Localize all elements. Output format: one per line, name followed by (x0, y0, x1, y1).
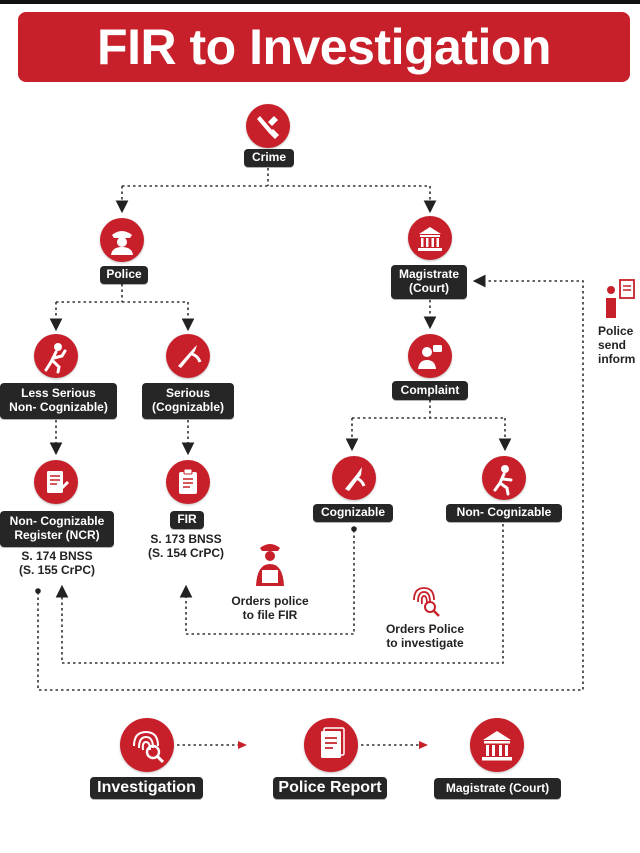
fir-section-bnss: S. 173 BNSS (150, 532, 222, 546)
magistrate-node-icon-wrap (408, 216, 452, 260)
knife-hand-icon (345, 467, 366, 491)
police-officer-icon (111, 231, 133, 255)
fir-section-crpc: (S. 154 CrPC) (147, 546, 225, 561)
less-serious-label: Less Serious Non- Cognizable) (0, 383, 117, 419)
ncr-label-line1: Non- Cognizable (9, 514, 105, 529)
non-cognizable-label: Non- Cognizable (446, 504, 562, 522)
crime-node-icon-wrap (246, 104, 290, 148)
register-book-icon (47, 471, 69, 493)
side-info-text: Police send inform (598, 325, 640, 366)
complaint-person-icon (418, 345, 442, 369)
less-serious-label-line2: Non- Cognizable) (9, 400, 108, 414)
complaint-label: Complaint (392, 381, 468, 400)
less-serious-icon-wrap (34, 334, 78, 378)
investigation-icon-wrap (120, 718, 174, 772)
thief-running-icon (493, 465, 513, 496)
ncr-icon-wrap (34, 460, 78, 504)
bottom-magistrate-label: Magistrate (Court) (434, 778, 561, 799)
courthouse-icon (418, 227, 442, 251)
courthouse-icon (482, 731, 512, 761)
side-info-line1: Police (598, 325, 634, 338)
fingerprint-search-icon (133, 730, 165, 764)
serious-icon-wrap (166, 334, 210, 378)
less-serious-label-line1: Less Serious (21, 386, 96, 401)
non-cognizable-icon-wrap (482, 456, 526, 500)
police-report-icon (606, 279, 635, 318)
investigation-label: Investigation (90, 777, 203, 799)
cognizable-icon-wrap (332, 456, 376, 500)
ncr-label-line2: Register (NCR) (14, 528, 100, 542)
cognizable-label: Cognizable (313, 504, 393, 522)
knife-icon (257, 116, 280, 140)
serious-label: Serious (Cognizable) (142, 383, 234, 419)
side-info-line3: inform (598, 351, 636, 366)
thief-icon (44, 343, 67, 374)
bottom-magistrate-icon-wrap (470, 718, 524, 772)
fir-icon-wrap (166, 460, 210, 504)
fir-sections: S. 173 BNSS(S. 154 CrPC) (130, 532, 242, 561)
fir-label: FIR (170, 511, 204, 529)
magistrate-label-line2: (Court) (409, 281, 449, 295)
ncr-sections: S. 174 BNSS(S. 155 CrPC) (0, 549, 114, 578)
magistrate-label: Magistrate (Court) (391, 265, 467, 299)
police-report-icon-wrap (304, 718, 358, 772)
serious-label-line1: Serious (165, 386, 210, 401)
page-title: FIR to Investigation (18, 12, 630, 82)
orders-fir-line2: to file FIR (242, 608, 298, 623)
police-report-label: Police Report (273, 777, 387, 799)
orders-investigate-line1: Orders Police (385, 622, 465, 636)
ncr-section-bnss: S. 174 BNSS (21, 549, 93, 563)
serious-label-line2: (Cognizable) (152, 400, 224, 414)
police-label: Police (100, 266, 148, 284)
orders-fir-line1: Orders police (231, 594, 309, 608)
side-info-line2: send (598, 337, 627, 352)
ncr-section-crpc: (S. 155 CrPC) (18, 563, 96, 578)
crime-label: Crime (244, 149, 294, 167)
knife-attack-icon (178, 345, 202, 368)
magistrate-label-line1: Magistrate (398, 267, 460, 282)
police-node-icon-wrap (100, 218, 144, 262)
police-officer-icon (256, 544, 284, 586)
clipboard-icon (179, 468, 197, 494)
complaint-icon-wrap (408, 334, 452, 378)
fingerprint-search-icon (413, 587, 440, 617)
ncr-label: Non- Cognizable Register (NCR) (0, 511, 114, 547)
document-icon (321, 727, 345, 758)
orders-investigate-line2: to investigate (386, 636, 464, 651)
top-border (0, 0, 640, 4)
